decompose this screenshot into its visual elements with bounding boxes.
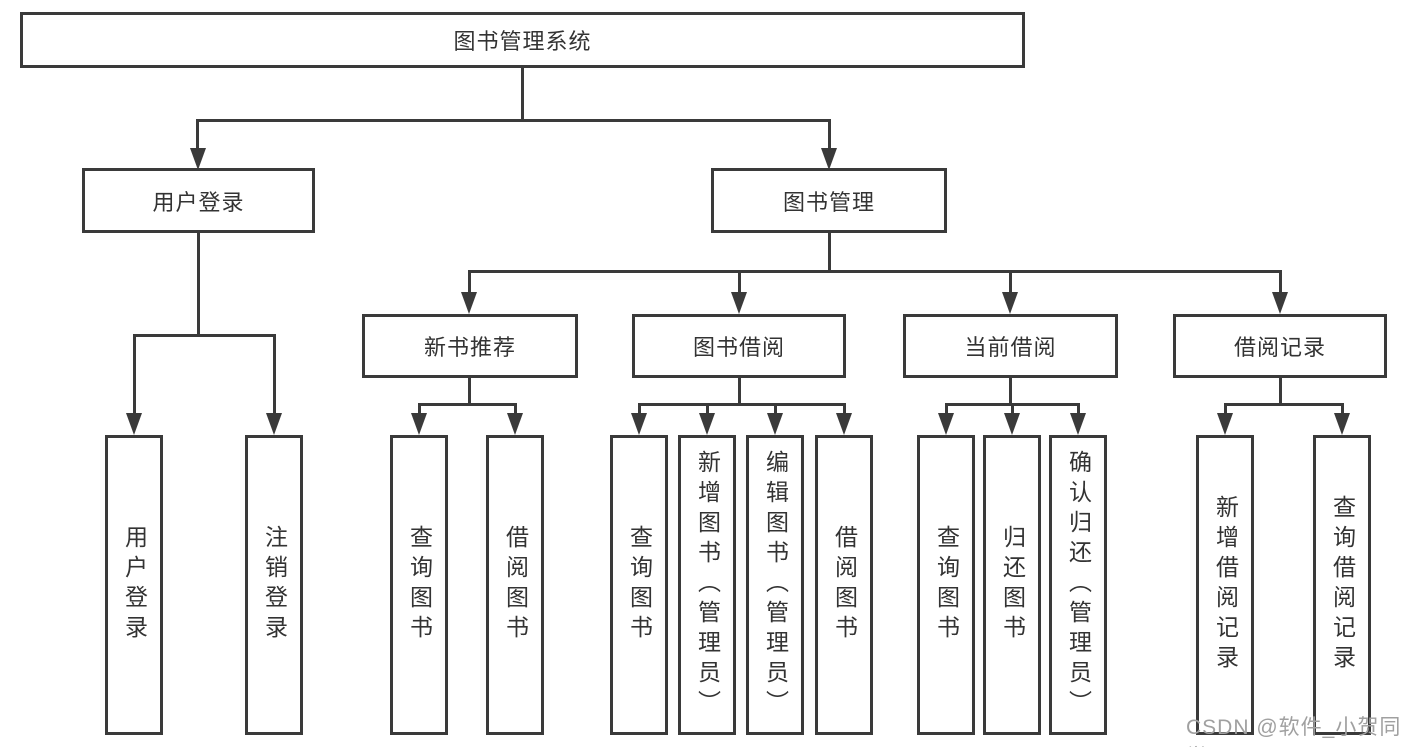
leaf-return-books: 归还图书 — [983, 435, 1041, 735]
arrowhead-down-icon — [836, 413, 852, 435]
leaf-add-borrow-record: 新增借阅记录 — [1196, 435, 1254, 735]
leaf-add-borrow-record-label: 新增借阅记录 — [1212, 495, 1239, 675]
arrowhead-down-icon — [1070, 413, 1086, 435]
node-book-management: 图书管理 — [711, 168, 947, 233]
node-book-borrowing: 图书借阅 — [632, 314, 846, 378]
connector-line — [738, 270, 741, 296]
connector-line — [468, 270, 471, 296]
node-borrowing-records: 借阅记录 — [1173, 314, 1387, 378]
connector-line — [1224, 403, 1227, 415]
connector-line — [521, 68, 524, 122]
arrowhead-down-icon — [411, 413, 427, 435]
leaf-borrow-books-recommend: 借阅图书 — [486, 435, 544, 735]
leaf-query-books-recommend-label: 查询图书 — [406, 525, 433, 645]
leaf-query-borrow-record-label: 查询借阅记录 — [1329, 495, 1356, 675]
connector-line — [1279, 378, 1282, 406]
leaf-query-borrow-record: 查询借阅记录 — [1313, 435, 1371, 735]
connector-line — [828, 233, 831, 273]
node-user-login: 用户登录 — [82, 168, 315, 233]
arrowhead-down-icon — [190, 148, 206, 170]
arrowhead-down-icon — [731, 292, 747, 314]
arrowhead-down-icon — [1004, 413, 1020, 435]
connector-line — [1077, 403, 1080, 415]
connector-line — [468, 378, 471, 406]
leaf-add-books-admin-label: 新增图书（管理员） — [694, 450, 721, 720]
connector-line — [1279, 270, 1282, 296]
connector-line — [706, 403, 709, 415]
arrowhead-down-icon — [699, 413, 715, 435]
leaf-query-books-current-label: 查询图书 — [933, 525, 960, 645]
leaf-edit-books-admin-label: 编辑图书（管理员） — [762, 450, 789, 720]
arrowhead-down-icon — [938, 413, 954, 435]
connector-line — [638, 403, 641, 415]
connector-line — [1009, 270, 1012, 296]
leaf-logout: 注销登录 — [245, 435, 303, 735]
leaf-borrow-books-recommend-label: 借阅图书 — [502, 525, 529, 645]
leaf-edit-books-admin: 编辑图书（管理员） — [746, 435, 804, 735]
connector-line — [196, 119, 199, 152]
connector-line — [638, 403, 846, 406]
leaf-borrow-books-borrow-label: 借阅图书 — [831, 525, 858, 645]
arrowhead-down-icon — [266, 413, 282, 435]
connector-line — [843, 403, 846, 415]
leaf-logout-label: 注销登录 — [261, 525, 288, 645]
connector-line — [273, 334, 276, 418]
leaf-return-books-label: 归还图书 — [999, 525, 1026, 645]
csdn-watermark: CSDN @软件_小贺同学 — [1186, 716, 1402, 747]
leaf-query-books-recommend: 查询图书 — [390, 435, 448, 735]
connector-line — [1011, 403, 1014, 415]
leaf-query-books-current: 查询图书 — [917, 435, 975, 735]
leaf-user-login-label: 用户登录 — [121, 525, 148, 645]
leaf-borrow-books-borrow: 借阅图书 — [815, 435, 873, 735]
leaf-user-login: 用户登录 — [105, 435, 163, 735]
arrowhead-down-icon — [461, 292, 477, 314]
arrowhead-down-icon — [1002, 292, 1018, 314]
arrowhead-down-icon — [821, 148, 837, 170]
leaf-query-books-borrow-label: 查询图书 — [626, 525, 653, 645]
arrowhead-down-icon — [1272, 292, 1288, 314]
connector-line — [514, 403, 517, 415]
node-current-borrowing: 当前借阅 — [903, 314, 1118, 378]
connector-line — [738, 378, 741, 406]
connector-line — [418, 403, 517, 406]
arrowhead-down-icon — [1334, 413, 1350, 435]
arrowhead-down-icon — [1217, 413, 1233, 435]
connector-line — [1341, 403, 1344, 415]
connector-line — [774, 403, 777, 415]
leaf-query-books-borrow: 查询图书 — [610, 435, 668, 735]
connector-line — [468, 270, 1282, 273]
connector-line — [133, 334, 136, 418]
connector-line — [1224, 403, 1344, 406]
connector-line — [133, 334, 276, 337]
connector-line — [197, 233, 200, 337]
connector-line — [828, 119, 831, 152]
arrowhead-down-icon — [631, 413, 647, 435]
arrowhead-down-icon — [507, 413, 523, 435]
arrowhead-down-icon — [126, 413, 142, 435]
connector-line — [1009, 378, 1012, 406]
leaf-add-books-admin: 新增图书（管理员） — [678, 435, 736, 735]
connector-line — [418, 403, 421, 415]
node-book-management-system: 图书管理系统 — [20, 12, 1025, 68]
connector-line — [196, 119, 831, 122]
leaf-confirm-return-admin: 确认归还（管理员） — [1049, 435, 1107, 735]
leaf-confirm-return-admin-label: 确认归还（管理员） — [1065, 450, 1092, 720]
node-new-book-recommendation: 新书推荐 — [362, 314, 578, 378]
arrowhead-down-icon — [767, 413, 783, 435]
connector-line — [945, 403, 948, 415]
